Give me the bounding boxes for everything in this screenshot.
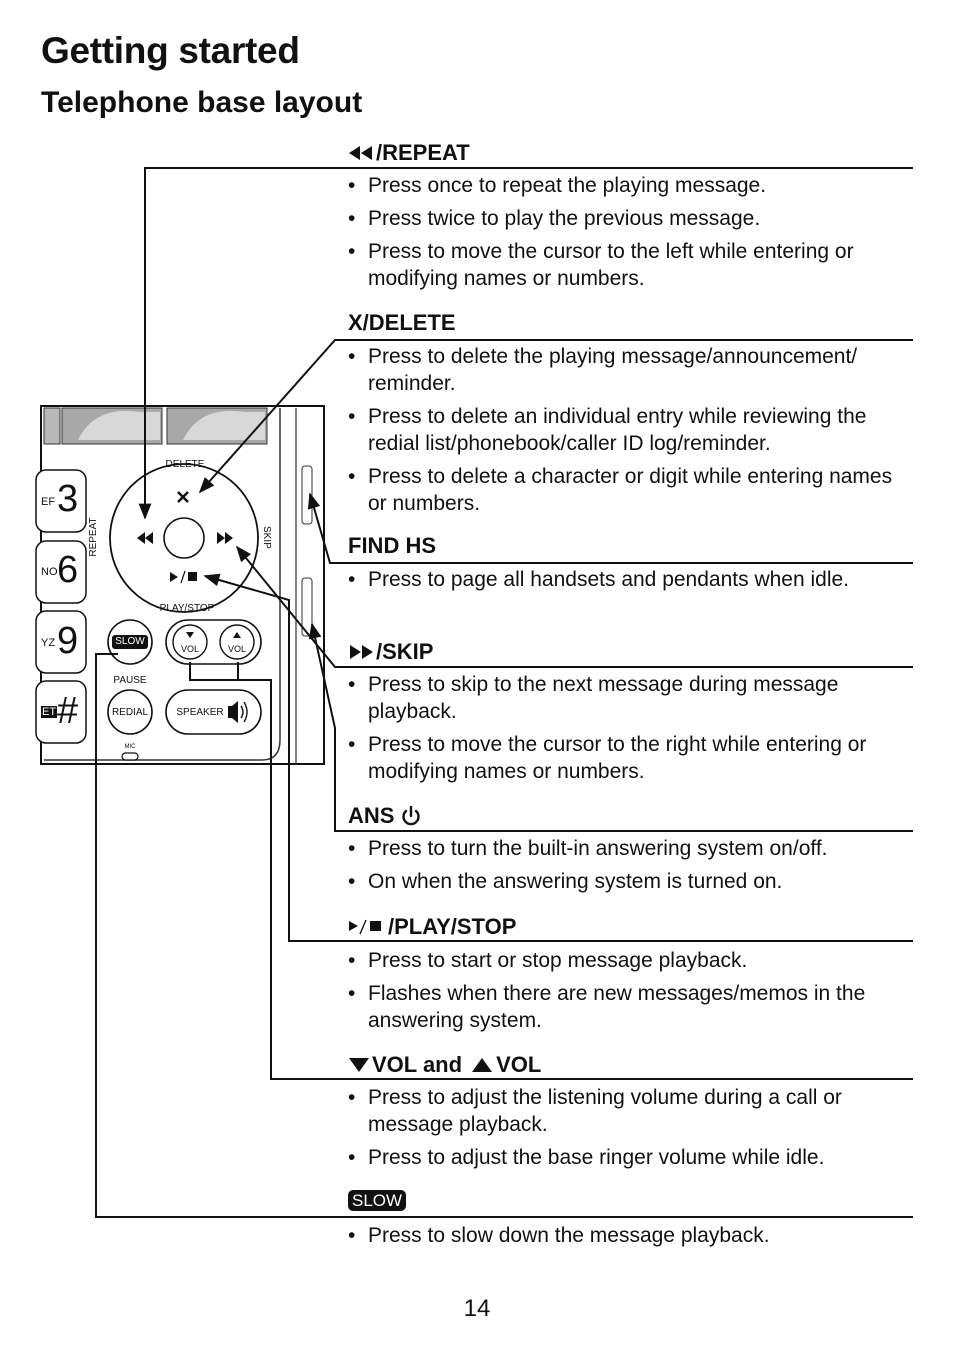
vol-down-button[interactable]: VOL (180, 644, 199, 654)
list-item: Press to page all handsets and pendants … (348, 566, 913, 593)
section-vol-heading: VOL and VOL (348, 1052, 541, 1078)
list-item: Press to delete the playing message/anno… (348, 343, 913, 397)
power-icon (402, 806, 421, 826)
mic-label: MIC (124, 744, 136, 750)
section-slow-heading: SLOW (348, 1190, 407, 1211)
section-delete-heading: X/DELETE (348, 310, 456, 335)
pause-label: PAUSE (113, 675, 147, 686)
speaker-button[interactable]: SPEAKER (176, 707, 224, 718)
slow-button[interactable]: SLOW (115, 636, 145, 647)
list-item: Press to delete a character or digit whi… (348, 463, 913, 517)
key-6-letters: NO (41, 566, 58, 578)
page-number: 14 (463, 1295, 491, 1322)
list-item: Press to turn the built-in answering sys… (348, 835, 913, 862)
key-3-letters: EF (41, 496, 56, 508)
keypad (35, 469, 87, 744)
section-ans-heading: ANS (348, 803, 422, 829)
section-repeat-list: Press once to repeat the playing message… (348, 172, 913, 298)
list-item: Flashes when there are new messages/memo… (348, 980, 913, 1034)
triangle-down-icon (349, 1058, 369, 1072)
section-find-hs-list: Press to page all handsets and pendants … (348, 566, 913, 599)
key-9-letters: YZ (41, 637, 56, 649)
key-3[interactable]: 3 (57, 478, 79, 520)
section-repeat-heading: /REPEAT (348, 140, 470, 166)
section-skip-heading: /SKIP (348, 639, 433, 665)
list-item: Press to adjust the listening volume dur… (348, 1084, 913, 1138)
page-title: Getting started (41, 30, 300, 71)
repeat-label: REPEAT (88, 517, 99, 557)
skip-icon (350, 645, 373, 659)
section-skip-list: Press to skip to the next message during… (348, 671, 913, 791)
section-delete-list: Press to delete the playing message/anno… (348, 343, 913, 523)
section-slow-list: Press to slow down the message playback. (348, 1222, 913, 1255)
list-item: Press to slow down the message playback. (348, 1222, 913, 1249)
list-item: Press to move the cursor to the left whi… (348, 238, 913, 292)
key-hash[interactable]: # (57, 690, 79, 732)
section-play-stop-heading: /PLAY/STOP (348, 914, 516, 940)
play-stop-icon (349, 919, 381, 935)
section-play-stop-list: Press to start or stop message playback.… (348, 947, 913, 1040)
delete-label: DELETE (165, 459, 205, 470)
slow-badge: SLOW (348, 1190, 407, 1211)
page-subtitle: Telephone base layout (41, 86, 363, 119)
key-6[interactable]: 6 (57, 549, 79, 591)
rewind-icon (349, 146, 372, 160)
leader-lines (95, 167, 913, 1218)
play-stop-label: PLAY/STOP (159, 603, 215, 614)
section-ans-list: Press to turn the built-in answering sys… (348, 835, 913, 901)
list-item: Press once to repeat the playing message… (348, 172, 913, 199)
telephone-base-panel (35, 405, 325, 765)
vol-up-button[interactable]: VOL (227, 644, 246, 654)
redial-button[interactable]: REDIAL (111, 707, 149, 718)
key-9[interactable]: 9 (57, 620, 79, 662)
list-item: Press to start or stop message playback. (348, 947, 913, 974)
list-item: Press to skip to the next message during… (348, 671, 913, 725)
list-item: Press to adjust the base ringer volume w… (348, 1144, 913, 1171)
triangle-up-icon (472, 1058, 493, 1072)
skip-label: SKIP (261, 526, 272, 549)
list-item: Press twice to play the previous message… (348, 205, 913, 232)
list-item: Press to move the cursor to the right wh… (348, 731, 913, 785)
section-find-hs-heading: FIND HS (348, 533, 436, 558)
key-hash-letters: ET (41, 706, 58, 718)
list-item: Press to delete an individual entry whil… (348, 403, 913, 457)
section-vol-list: Press to adjust the listening volume dur… (348, 1084, 913, 1177)
list-item: On when the answering system is turned o… (348, 868, 913, 895)
